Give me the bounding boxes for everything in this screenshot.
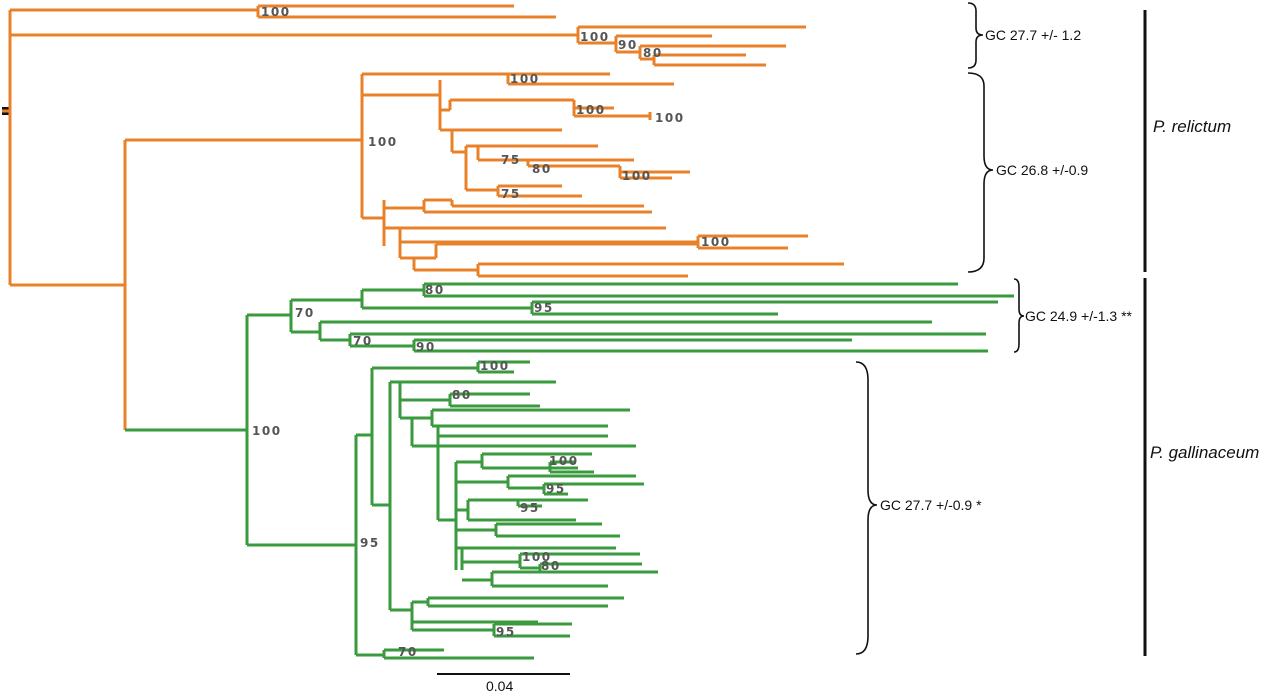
support-value: 80	[452, 388, 472, 402]
scale-bar-label: 0.04	[486, 678, 513, 692]
support-values: 100 100 90 80 100 100 100 100 75 80 100 …	[252, 5, 731, 659]
support-value: 75	[501, 153, 521, 167]
support-value: 100	[368, 135, 398, 149]
relictum-clade-branches	[2, 4, 844, 430]
scale-bar: 0.04	[437, 673, 570, 692]
gc-label-group3: GC 24.9 +/-1.3 **	[1025, 308, 1133, 324]
brace-group2	[967, 72, 994, 273]
support-value: 70	[353, 334, 373, 348]
support-value: 100	[655, 111, 685, 125]
gallinaceum-upper-group	[247, 282, 1014, 353]
support-value: 100	[580, 30, 610, 44]
support-value: 90	[416, 340, 436, 354]
support-value: 95	[534, 301, 554, 315]
gc-labels: GC 27.7 +/- 1.2 GC 26.8 +/-0.9 GC 24.9 +…	[880, 27, 1133, 513]
gallinaceum-clade-branches	[125, 282, 1014, 660]
gallinaceum-subclade-1	[372, 360, 630, 610]
gc-label-group2: GC 26.8 +/-0.9	[996, 162, 1088, 178]
gc-label-group4: GC 27.7 +/-0.9 *	[880, 497, 982, 513]
support-value: 100	[261, 5, 291, 19]
second-clade-stem	[10, 25, 806, 45]
support-value: 100	[480, 359, 510, 373]
support-value: 80	[532, 162, 552, 176]
species-bars: P. relictum P. gallinaceum	[1143, 10, 1259, 656]
species-label-relictum: P. relictum	[1153, 117, 1231, 136]
brace-group3	[1013, 278, 1025, 353]
support-value: 80	[643, 46, 663, 60]
support-value: 100	[522, 550, 552, 564]
support-value: 95	[496, 625, 516, 639]
support-value: 100	[576, 103, 606, 117]
support-value: 70	[295, 306, 315, 320]
gallinaceum-subclade-3	[456, 498, 658, 588]
gallinaceum-stem	[125, 315, 249, 545]
support-value: 80	[425, 283, 445, 297]
gc-label-group1: GC 27.7 +/- 1.2	[985, 27, 1081, 43]
support-value: 100	[549, 454, 579, 468]
species-label-gallinaceum: P. gallinaceum	[1150, 443, 1259, 462]
support-value: 70	[398, 645, 418, 659]
relictum-middle-branches	[438, 110, 690, 198]
support-value: 95	[546, 482, 566, 496]
gallinaceum-subclade-4	[356, 596, 624, 660]
second-subclade-90	[614, 34, 786, 67]
support-value: 95	[360, 536, 380, 550]
brace-group1	[967, 2, 984, 69]
relictum-lower-branches	[362, 198, 844, 278]
support-value: 75	[501, 187, 521, 201]
main-relictum-stem	[10, 74, 364, 430]
support-value: 100	[252, 424, 282, 438]
gallinaceum-lower-stem	[247, 368, 374, 655]
brace-group4	[855, 361, 878, 655]
support-value: 100	[510, 72, 540, 86]
gc-braces	[855, 2, 1025, 655]
support-value: 100	[701, 235, 731, 249]
support-value: 90	[618, 38, 638, 52]
support-value: 100	[622, 169, 652, 183]
upper-clade-stem	[10, 4, 556, 19]
gallinaceum-subclade-2	[436, 434, 644, 570]
support-value: 80	[541, 559, 561, 573]
relictum-upper-branches	[362, 72, 674, 120]
support-value: 95	[520, 501, 540, 515]
